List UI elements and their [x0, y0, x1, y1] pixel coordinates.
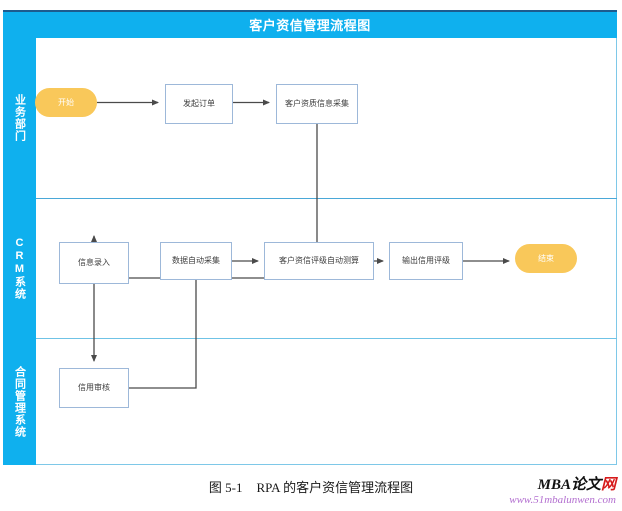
node-info-entry[interactable]: 信息录入 — [59, 242, 129, 284]
watermark-title: MBA论文网 — [476, 477, 616, 494]
lane-label-contract-system: 合同管理系统 — [3, 338, 36, 465]
lane-label-business-dept: 业务部门 — [3, 38, 36, 198]
node-auto-data-collection[interactable]: 数据自动采集 — [160, 242, 232, 280]
node-end[interactable]: 结束 — [515, 244, 577, 273]
watermark-title-accent: 网 — [600, 477, 616, 493]
flowchart-figure: 客户资信管理流程图 业务部门 CRM系统 合同管理系统 — [3, 10, 617, 465]
watermark: MBA论文网 www.51mbalunwen.com — [476, 477, 616, 506]
node-auto-credit-rating-calculation[interactable]: 客户资信评级自动测算 — [264, 242, 374, 280]
lane-label-crm-system: CRM系统 — [3, 198, 36, 338]
node-credit-review[interactable]: 信用审核 — [59, 368, 129, 408]
lane-label-band: 业务部门 CRM系统 合同管理系统 — [3, 38, 36, 465]
node-create-order[interactable]: 发起订单 — [165, 84, 233, 124]
flowchart-title: 客户资信管理流程图 — [249, 18, 371, 33]
lane-label-text: 合同管理系统 — [13, 365, 26, 438]
lane-label-text: CRM系统 — [13, 236, 26, 300]
node-collect-customer-qualification-info[interactable]: 客户资质信息采集 — [276, 84, 358, 124]
figure-caption-text: RPA 的客户资信管理流程图 — [256, 480, 414, 495]
flowchart-title-bar: 客户资信管理流程图 — [3, 10, 617, 38]
watermark-title-main: MBA论文 — [537, 477, 601, 493]
lane-divider — [36, 198, 617, 199]
node-start[interactable]: 开始 — [35, 88, 97, 117]
lane-label-text: 业务部门 — [13, 94, 26, 142]
figure-number: 图 5-1 — [208, 480, 243, 495]
node-output-credit-rating[interactable]: 输出信用评级 — [389, 242, 463, 280]
watermark-url: www.51mbalunwen.com — [509, 493, 616, 506]
figure-caption: 图 5-1 RPA 的客户资信管理流程图 — [0, 477, 622, 496]
lane-divider — [36, 338, 617, 339]
